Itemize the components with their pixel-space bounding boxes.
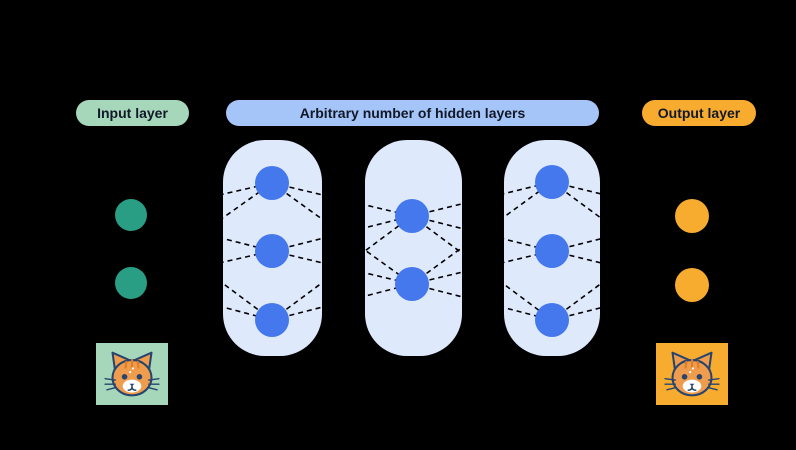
connection-line [271,215,413,252]
cat-image-left [96,343,168,405]
output-node-1 [675,199,709,233]
connection-line [551,215,693,321]
output-layer-label: Output layer [642,100,756,126]
connection-line [411,215,553,252]
connection-line [130,182,273,216]
connection-line [130,250,273,284]
hidden-3-node-2 [535,234,569,268]
hidden-3-node-1 [535,165,569,199]
connection-line [271,182,413,217]
connection-line [130,182,273,284]
connection-line [130,214,273,252]
input-node-2 [115,267,147,299]
cat-face-icon [104,351,160,397]
hidden-2-node-1 [395,199,429,233]
hidden-layer-panel-2 [365,140,462,356]
hidden-1-node-2 [255,234,289,268]
connection-line [411,283,553,321]
connection-line [130,282,273,321]
connection-line [271,182,413,285]
connection-line [551,284,693,321]
connection-line [130,214,273,321]
hidden-2-node-2 [395,267,429,301]
input-node-1 [115,199,147,231]
connection-line [411,181,553,285]
connection-line [551,181,693,217]
connection-line [551,250,693,286]
connection-line [411,250,553,285]
cat-face-icon [664,351,720,397]
hidden-1-node-3 [255,303,289,337]
connection-line [271,215,413,321]
connection-line [271,283,413,321]
hidden-layers-label: Arbitrary number of hidden layers [226,100,599,126]
connection-line [551,215,693,252]
cat-image-right [656,343,728,405]
connection-line [411,181,553,217]
hidden-1-node-1 [255,166,289,200]
connection-line [411,215,553,321]
connection-line [551,181,693,286]
input-layer-label: Input layer [76,100,189,126]
output-node-2 [675,268,709,302]
hidden-3-node-3 [535,303,569,337]
connection-line [271,250,413,285]
